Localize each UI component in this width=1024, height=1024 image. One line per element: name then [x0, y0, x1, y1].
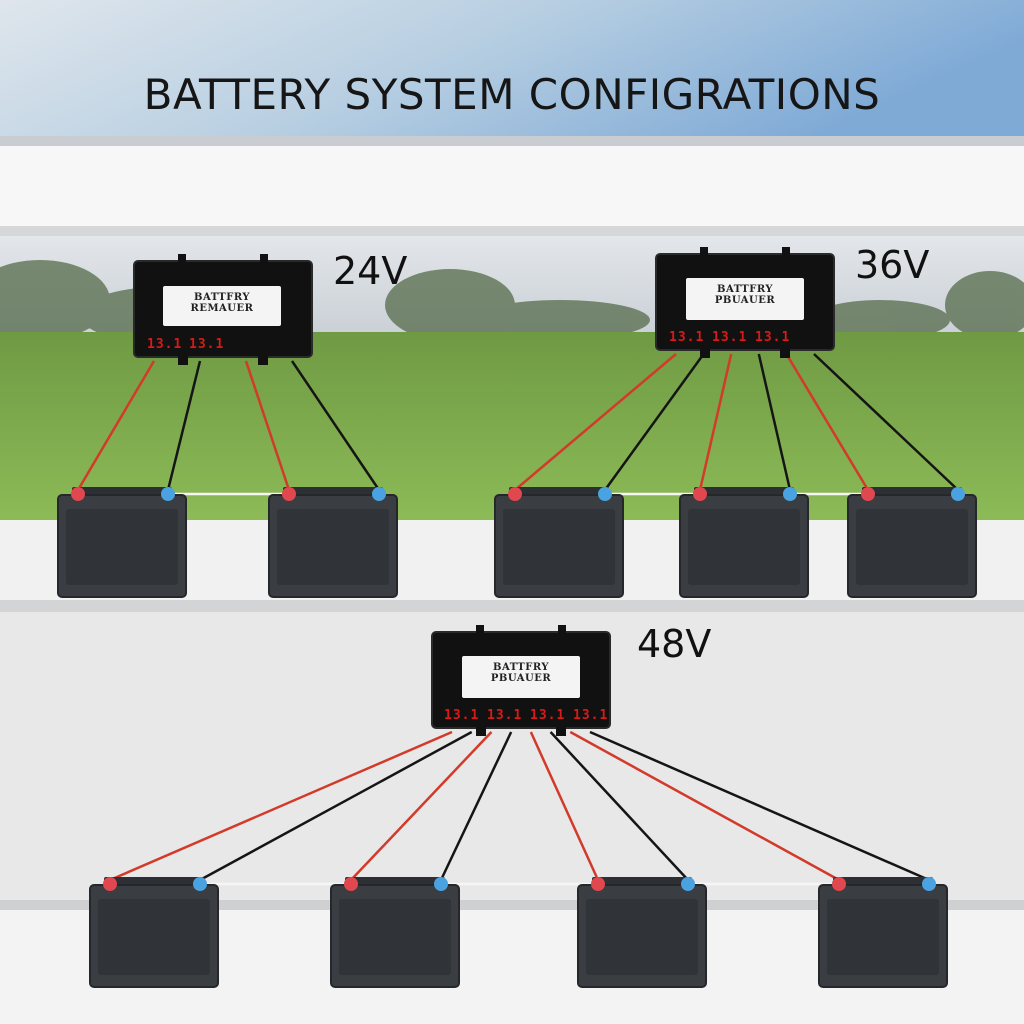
negative-terminal-icon	[598, 487, 612, 501]
connector-foot	[258, 355, 268, 365]
negative-terminal-icon	[783, 487, 797, 501]
led-display-36v-3: 13.1	[755, 330, 791, 345]
negative-terminal-icon	[434, 877, 448, 891]
balancer-48v-label-plate: BATTFRY PBUAUER	[462, 656, 580, 698]
mount-tab	[476, 625, 484, 634]
positive-terminal-icon	[508, 487, 522, 501]
negative-terminal-icon	[681, 877, 695, 891]
positive-terminal-icon	[282, 487, 296, 501]
positive-lead-wire	[529, 731, 600, 881]
positive-lead-wire	[109, 730, 453, 882]
led-display-24v-2: 13.1	[189, 337, 225, 352]
negative-lead-wire	[199, 730, 473, 882]
battery-panel	[856, 509, 968, 585]
diagram-title: BATTERY SYSTEM CONFIGRATIONS	[143, 70, 881, 119]
negative-lead-wire	[603, 353, 705, 491]
positive-lead-wire	[514, 353, 677, 491]
led-display-36v-2: 13.1	[712, 330, 748, 345]
battery-panel	[503, 509, 615, 585]
positive-terminal-icon	[71, 487, 85, 501]
battery-36v-2	[679, 487, 809, 598]
led-display-24v-1: 13.1	[147, 337, 183, 352]
positive-terminal-icon	[591, 877, 605, 891]
negative-lead-wire	[757, 353, 792, 491]
connector-foot	[780, 348, 790, 358]
positive-lead-wire	[76, 360, 156, 491]
connector-foot	[178, 355, 188, 365]
battery-panel	[827, 899, 939, 975]
positive-terminal-icon	[861, 487, 875, 501]
battery-panel	[66, 509, 178, 585]
mount-tab	[178, 254, 186, 263]
mount-tab	[700, 247, 708, 256]
negative-lead-wire	[290, 360, 381, 491]
negative-lead-wire	[589, 730, 930, 882]
balancer-36v-label-plate: BATTFRY PBUAUER	[686, 278, 804, 320]
battery-panel	[277, 509, 389, 585]
led-display-36v-1: 13.1	[669, 330, 705, 345]
voltage-label-36v: 36V	[855, 243, 930, 287]
mount-tab	[558, 625, 566, 634]
white-rail	[0, 146, 1024, 232]
sky-banner	[0, 0, 1024, 140]
voltage-label-24v: 24V	[333, 249, 408, 293]
positive-lead-wire	[569, 730, 840, 882]
battery-36v-3	[847, 487, 977, 598]
negative-terminal-icon	[922, 877, 936, 891]
led-display-48v-4: 13.1	[573, 708, 609, 723]
mount-tab	[782, 247, 790, 256]
positive-lead-wire	[785, 353, 870, 491]
negative-terminal-icon	[951, 487, 965, 501]
battery-panel	[586, 899, 698, 975]
balancer-36v-name: BATTFRY PBUAUER	[714, 284, 776, 306]
connector-foot	[700, 348, 710, 358]
negative-lead-wire	[166, 360, 202, 491]
mount-tab	[260, 254, 268, 263]
negative-lead-wire	[439, 731, 513, 881]
battery-36v-1	[494, 487, 624, 598]
positive-lead-wire	[698, 353, 733, 491]
balancer-24v-name: BATTFRY REMAUER	[190, 292, 254, 314]
battery-24v-1	[57, 487, 187, 598]
balancer-24v-label-plate: BATTFRY REMAUER	[163, 286, 281, 326]
positive-terminal-icon	[103, 877, 117, 891]
led-display-48v-2: 13.1	[487, 708, 523, 723]
positive-lead-wire	[350, 731, 493, 881]
positive-terminal-icon	[832, 877, 846, 891]
positive-lead-wire	[244, 360, 291, 491]
positive-terminal-icon	[693, 487, 707, 501]
voltage-label-48v: 48V	[637, 622, 712, 666]
battery-24v-2	[268, 487, 398, 598]
positive-terminal-icon	[344, 877, 358, 891]
battery-panel	[339, 899, 451, 975]
wire-layer	[76, 353, 959, 886]
battery-48v-2	[330, 877, 460, 988]
connector-foot	[556, 726, 566, 736]
led-display-48v-1: 13.1	[444, 708, 480, 723]
negative-lead-wire	[549, 731, 689, 881]
negative-lead-wire	[813, 353, 959, 491]
battery-panel	[688, 509, 800, 585]
battery-48v-1	[89, 877, 219, 988]
negative-terminal-icon	[372, 487, 386, 501]
battery-48v-3	[577, 877, 707, 988]
led-display-48v-3: 13.1	[530, 708, 566, 723]
balancer-48v-name: BATTFRY PBUAUER	[490, 662, 552, 684]
battery-48v-4	[818, 877, 948, 988]
battery-panel	[98, 899, 210, 975]
negative-terminal-icon	[193, 877, 207, 891]
negative-terminal-icon	[161, 487, 175, 501]
connector-foot	[476, 726, 486, 736]
